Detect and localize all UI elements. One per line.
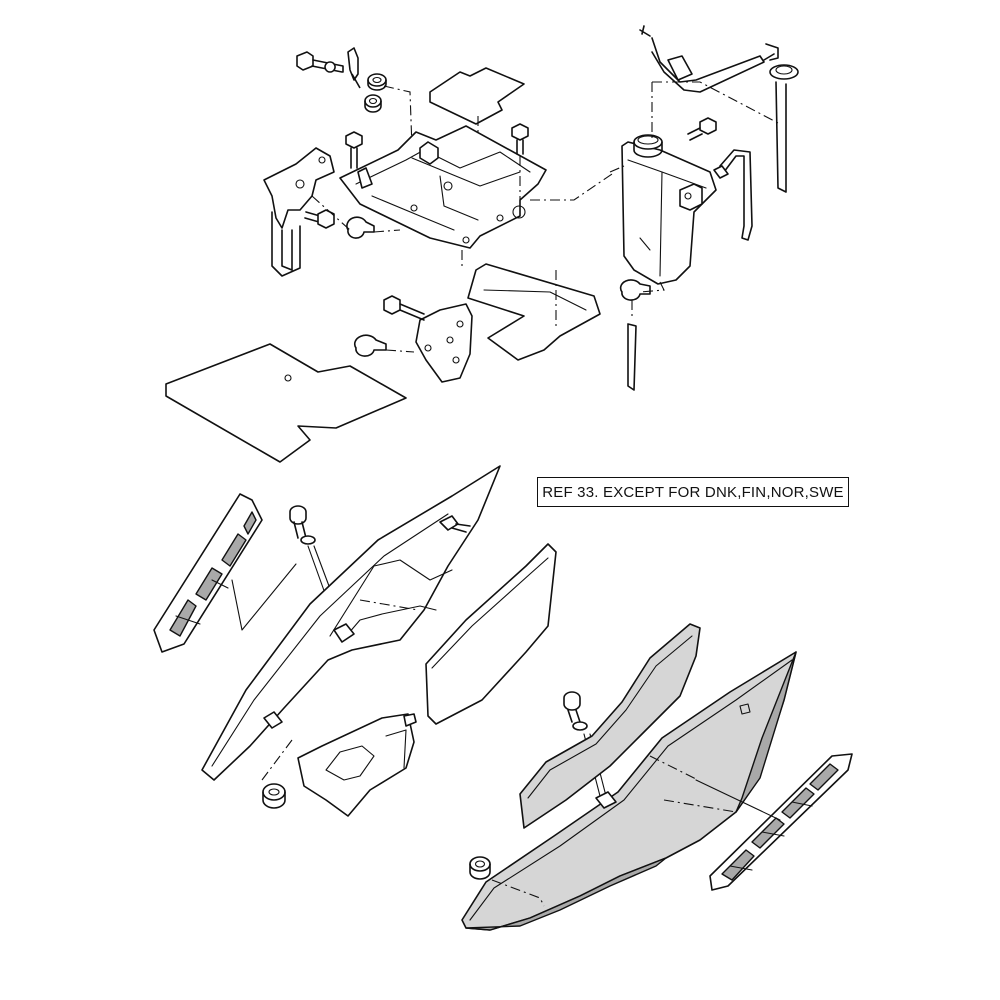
stay-bracket-lower	[415, 303, 473, 383]
reservoir-cap	[633, 134, 663, 158]
decal-right	[709, 753, 853, 891]
right-cover-grommet	[469, 856, 491, 880]
reservoir-tank-assembly	[609, 25, 799, 391]
battery-tray-assembly	[165, 47, 613, 463]
battery-tray	[339, 125, 547, 249]
seal-sheet	[165, 343, 407, 463]
stay-bolt-lower	[383, 295, 425, 321]
stay-bolt	[304, 209, 335, 229]
flange-bolt-top-left	[296, 51, 344, 73]
stay-clip	[347, 47, 361, 89]
reference-note-box: REF 33. EXCEPT FOR DNK,FIN,NOR,SWE	[537, 477, 849, 507]
tray-bolt-left	[345, 131, 363, 169]
collar-nut	[324, 61, 336, 73]
breather-hose	[651, 37, 765, 93]
overflow-hose	[719, 149, 753, 241]
right-side-cover-assembly	[461, 623, 853, 931]
tray-cover-plate	[467, 263, 601, 361]
side-cover-screw	[289, 505, 307, 539]
right-cover-washer	[572, 721, 588, 731]
right-cover-screw	[563, 691, 581, 723]
grommet-upper	[367, 73, 387, 91]
side-cover-rubber-panel	[425, 543, 557, 725]
rubber-pad	[429, 67, 525, 125]
decal-left	[153, 493, 263, 653]
left-side-cover	[201, 465, 501, 781]
tray-bolt-right	[511, 123, 529, 155]
wire-clamp-left	[346, 216, 375, 239]
left-side-cover-assembly	[153, 465, 557, 817]
right-cover-rubber-panel	[519, 623, 701, 829]
hose-clamp-tank	[619, 279, 651, 301]
tank-bolt	[687, 117, 717, 141]
drain-tube-long	[769, 64, 799, 193]
side-cover-grommet	[262, 783, 286, 809]
side-cover-washer	[300, 535, 316, 545]
wire-clamp-lower	[353, 334, 387, 357]
side-cover-bracket	[297, 713, 417, 817]
reference-note-text: REF 33. EXCEPT FOR DNK,FIN,NOR,SWE	[542, 483, 844, 501]
grommet-lower	[364, 94, 382, 113]
drain-hose-short	[627, 323, 637, 391]
hose-clamp-tray	[419, 141, 439, 165]
